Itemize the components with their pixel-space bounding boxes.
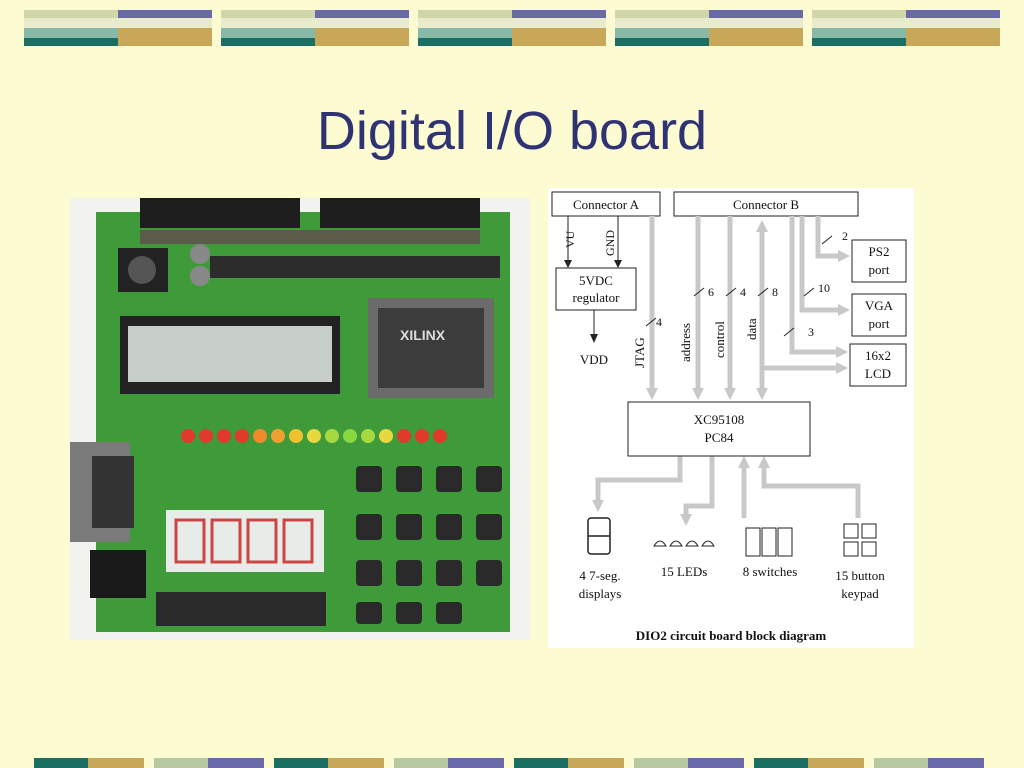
gnd-label: GND bbox=[603, 230, 617, 256]
keypad-label-line1: 15 button bbox=[835, 568, 885, 583]
block-diagram: Connector A Connector B VU GND 5VDC regu… bbox=[548, 188, 914, 648]
vga-slash bbox=[803, 287, 815, 297]
vdd-label: VDD bbox=[580, 352, 608, 367]
vu-label: VU bbox=[563, 230, 577, 248]
regulator-label-line2: regulator bbox=[573, 290, 621, 305]
address-label: address bbox=[678, 323, 693, 362]
lcd-label-line2: LCD bbox=[865, 366, 891, 381]
vga-bus bbox=[799, 216, 840, 313]
button-keypad bbox=[356, 466, 502, 624]
address-count: 6 bbox=[708, 285, 714, 299]
ps2-slash bbox=[821, 235, 833, 245]
ps2-port-box bbox=[851, 239, 907, 283]
vga-connector bbox=[70, 442, 134, 542]
bus-arrowheads bbox=[592, 220, 850, 526]
vga-count: 10 bbox=[818, 281, 830, 295]
lcd-display bbox=[120, 316, 340, 394]
connector-b-label: Connector B bbox=[733, 197, 799, 212]
top-decorative-band bbox=[24, 10, 1000, 46]
jtag-slash bbox=[645, 317, 657, 327]
capacitor bbox=[190, 244, 210, 264]
capacitor bbox=[190, 266, 210, 286]
control-label: control bbox=[712, 321, 727, 358]
lcd-label-line1: 16x2 bbox=[865, 348, 891, 363]
seven-segment-label-line1: 4 7-seg. bbox=[579, 568, 620, 583]
gnd-arrowhead bbox=[614, 260, 622, 268]
data-count: 8 bbox=[772, 285, 778, 299]
ps2-bus bbox=[815, 216, 840, 259]
top-connectors bbox=[140, 198, 480, 244]
keypad-icon bbox=[843, 523, 877, 557]
ps2-port-label-line1: PS2 bbox=[869, 244, 890, 259]
data-slash bbox=[757, 287, 769, 297]
vga-port-label-line1: VGA bbox=[865, 298, 894, 313]
band-block bbox=[812, 10, 1000, 46]
cpld-label-line2: PC84 bbox=[705, 430, 734, 445]
switches-label: 8 switches bbox=[743, 564, 798, 579]
data-label: data bbox=[744, 318, 759, 340]
lcd-slash bbox=[783, 327, 795, 337]
header-pins bbox=[210, 256, 500, 278]
chip-logo-text: XILINX bbox=[400, 327, 446, 343]
bus-lines bbox=[595, 216, 861, 518]
band-block bbox=[221, 10, 409, 46]
lcd-count: 3 bbox=[808, 325, 814, 339]
connector-a-label: Connector A bbox=[573, 197, 640, 212]
cpld-box bbox=[627, 401, 811, 457]
control-count: 4 bbox=[740, 285, 746, 299]
seven-segment-displays bbox=[166, 510, 324, 572]
vu-arrowhead bbox=[564, 260, 572, 268]
led-icon bbox=[653, 540, 715, 547]
slide-switches bbox=[156, 592, 326, 626]
led-bus bbox=[683, 456, 715, 518]
lcd-box bbox=[849, 343, 907, 387]
board-photo: XILINX bbox=[70, 198, 530, 640]
bottom-decorative-band bbox=[34, 758, 984, 768]
connector-b-box bbox=[673, 191, 859, 217]
jtag-count: 4 bbox=[656, 315, 662, 329]
ps2-count: 2 bbox=[842, 229, 848, 243]
vga-port-label-line2: port bbox=[869, 316, 890, 331]
leds-label: 15 LEDs bbox=[661, 564, 708, 579]
cpld-label-line1: XC95108 bbox=[694, 412, 745, 427]
led-row bbox=[181, 429, 447, 443]
slide-title: Digital I/O board bbox=[316, 101, 708, 161]
regulator-box bbox=[555, 267, 637, 311]
lcd-bus bbox=[789, 216, 838, 355]
connector-a-box bbox=[551, 191, 661, 217]
power-jack bbox=[118, 248, 168, 292]
band-block bbox=[615, 10, 803, 46]
band-block bbox=[24, 10, 212, 46]
seg-bus bbox=[595, 456, 683, 504]
ps2-port-label-line2: port bbox=[869, 262, 890, 277]
keypad-label-line2: keypad bbox=[841, 586, 879, 601]
vga-port-box bbox=[851, 293, 907, 337]
jtag-label: JTAG bbox=[632, 337, 647, 368]
address-slash bbox=[693, 287, 705, 297]
switch-icon bbox=[745, 527, 793, 557]
diagram-caption: DIO2 circuit board block diagram bbox=[636, 628, 827, 643]
vdd-arrowhead bbox=[590, 334, 598, 343]
control-slash bbox=[725, 287, 737, 297]
band-block bbox=[418, 10, 606, 46]
ps2-connector bbox=[90, 550, 146, 598]
keypad-bus bbox=[761, 464, 861, 518]
regulator-label-line1: 5VDC bbox=[579, 273, 613, 288]
seven-segment-label-line2: displays bbox=[579, 586, 622, 601]
seven-segment-icon bbox=[587, 517, 611, 555]
xilinx-chip: XILINX bbox=[368, 298, 494, 398]
